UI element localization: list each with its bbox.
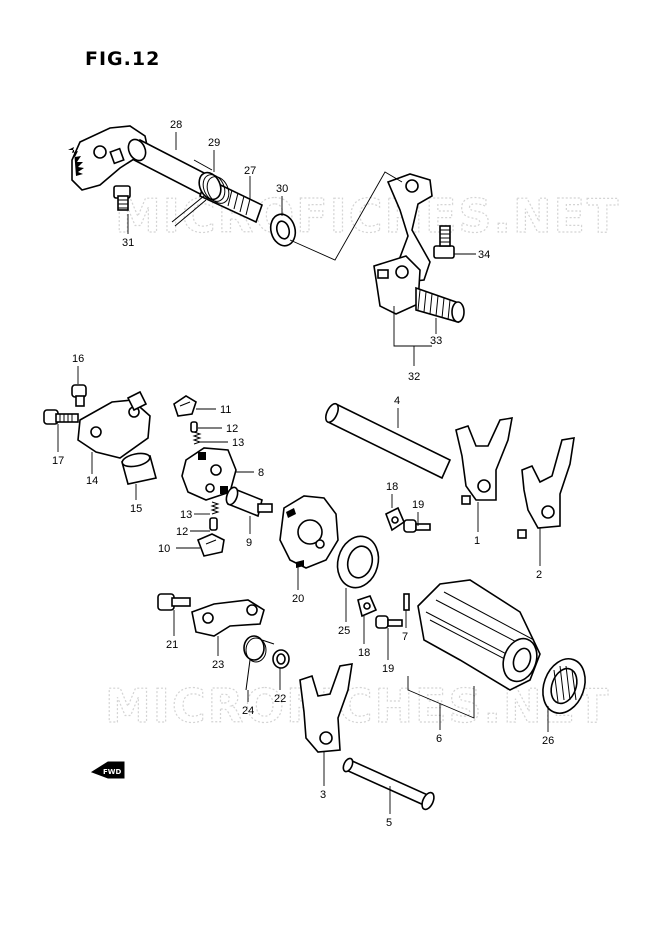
callout-19-upper: 19: [412, 499, 424, 511]
forward-label: FWD: [103, 768, 122, 776]
callout-13-upper: 13: [232, 437, 244, 449]
callout-25: 25: [338, 625, 350, 637]
pin-7: [403, 593, 410, 611]
callout-6: 6: [436, 733, 442, 745]
spring-24: [243, 635, 275, 691]
forward-arrow-icon: FWD: [90, 761, 125, 779]
bearing-26: [542, 658, 586, 714]
washer-22: [272, 649, 290, 669]
callout-24: 24: [242, 705, 254, 717]
callout-8: 8: [258, 467, 264, 479]
oil-seal-30: [269, 213, 297, 247]
bolt-21: [157, 593, 191, 611]
screw-19-lower: [375, 615, 403, 629]
callout-20: 20: [292, 593, 304, 605]
callout-7: 7: [402, 631, 408, 643]
shift-fork-1: [455, 417, 513, 505]
callout-26: 26: [542, 735, 554, 747]
gearshift-fork-shaft-5: [342, 757, 435, 811]
callout-5: 5: [386, 817, 392, 829]
callout-12-upper: 12: [226, 423, 238, 435]
callout-30: 30: [276, 183, 288, 195]
callout-2: 2: [536, 569, 542, 581]
bolt-9: [225, 486, 273, 518]
stopper-18-upper: [384, 506, 405, 532]
shift-fork-3: [299, 663, 353, 753]
bearing-25: [336, 535, 380, 589]
cam-guide-8: [181, 447, 237, 501]
pin-12-lower: [209, 517, 218, 531]
callout-22: 22: [274, 693, 286, 705]
callout-1: 1: [474, 535, 480, 547]
pin-12-upper: [190, 421, 198, 433]
screw-17: [43, 409, 79, 425]
callout-32: 32: [408, 371, 420, 383]
callout-29: 29: [208, 137, 220, 149]
spring-13-upper: [192, 431, 202, 445]
shift-fork-2: [517, 437, 575, 539]
shift-lever-23: [191, 599, 265, 637]
bolt-34: [433, 225, 455, 259]
screw-19-upper: [403, 519, 431, 533]
gearshift-fork-shaft-4: [325, 402, 452, 480]
callout-9: 9: [246, 537, 252, 549]
callout-14: 14: [86, 475, 98, 487]
pawl-10: [196, 533, 225, 557]
callout-3: 3: [320, 789, 326, 801]
stopper-plate-14: [77, 390, 151, 459]
watermark-top: MICROFICHES.NET: [115, 189, 620, 243]
spring-33: [415, 286, 465, 324]
callout-23: 23: [212, 659, 224, 671]
stopper-18-lower: [357, 595, 378, 618]
callout-10: 10: [158, 543, 170, 555]
spring-13-lower: [210, 501, 220, 515]
pawl-11: [173, 395, 197, 417]
shift-drum-6: [417, 579, 541, 691]
callout-12-lower: 12: [176, 526, 188, 538]
shift-cam-20: [279, 495, 339, 569]
callout-27: 27: [244, 165, 256, 177]
callout-33: 33: [430, 335, 442, 347]
callout-16: 16: [72, 353, 84, 365]
callout-4: 4: [394, 395, 400, 407]
callout-31: 31: [122, 237, 134, 249]
callout-15: 15: [130, 503, 142, 515]
callout-11: 11: [220, 404, 231, 416]
spring-29: [171, 159, 230, 227]
callout-labels: 28 29 27 30 31 34 33 32 16 17 14 15 11 1…: [52, 119, 554, 829]
bolt-31: [113, 185, 131, 211]
callout-18-lower: 18: [358, 647, 370, 659]
watermark-bottom: MICROFICHES.NET: [105, 679, 610, 733]
callout-19-lower: 19: [382, 663, 394, 675]
callout-28: 28: [170, 119, 182, 131]
screw-16: [71, 384, 87, 407]
callout-18-upper: 18: [386, 481, 398, 493]
collar-15: [121, 452, 157, 485]
callout-13-lower: 13: [180, 509, 192, 521]
leader-lines: [57, 132, 549, 814]
figure-title: FIG.12: [85, 48, 161, 70]
callout-21: 21: [166, 639, 178, 651]
callout-17: 17: [52, 455, 64, 467]
assembly-leader-line: [289, 171, 403, 261]
gearshift-arm-32: [373, 173, 433, 315]
callout-34: 34: [478, 249, 490, 261]
